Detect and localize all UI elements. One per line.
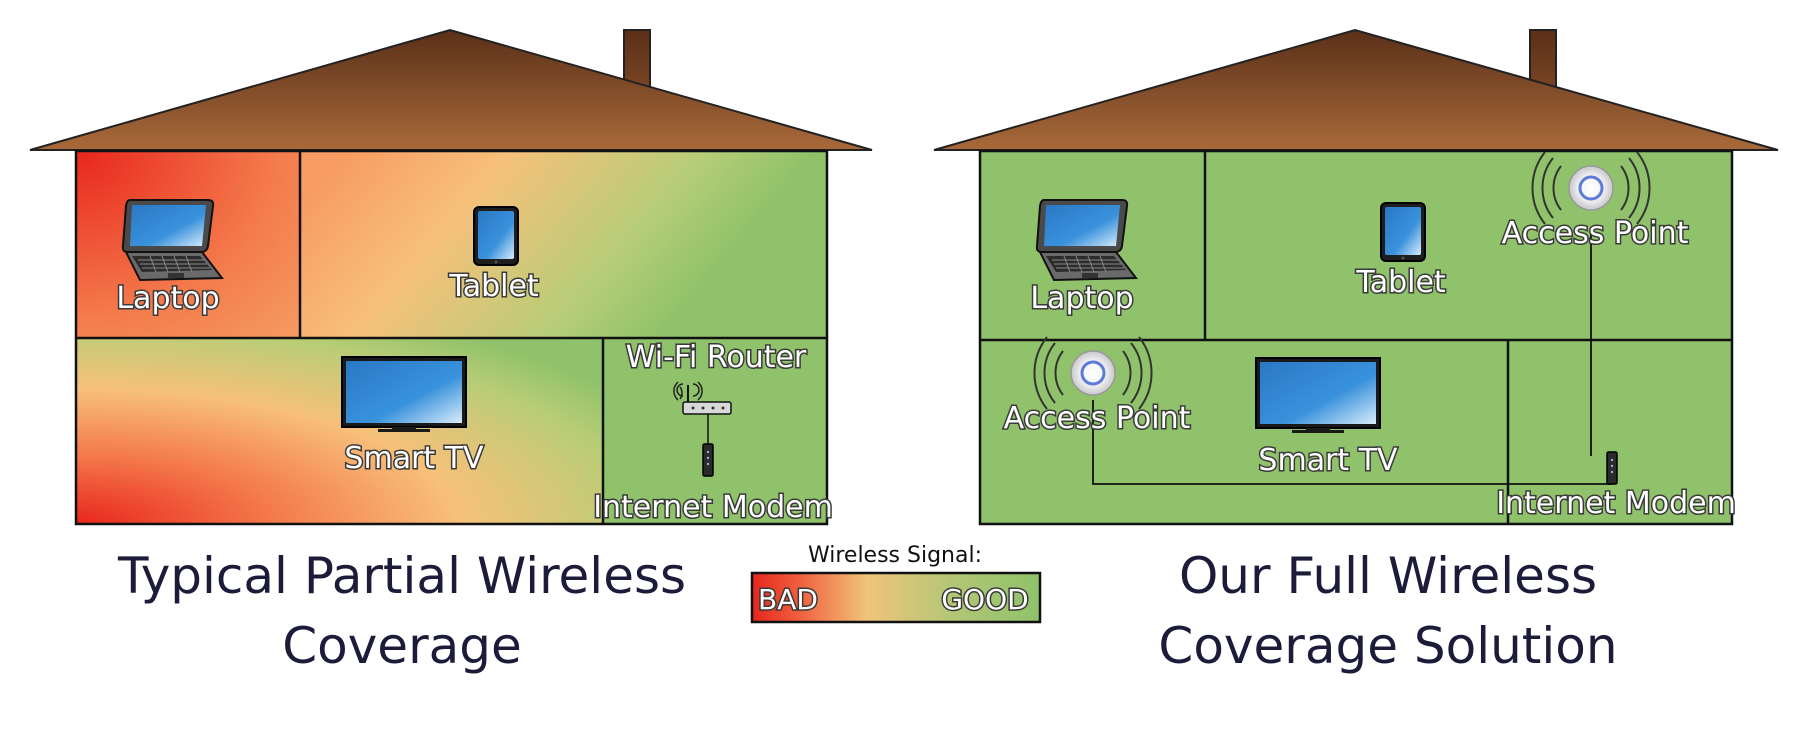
left-roof [29, 28, 873, 151]
legend-title: Wireless Signal: [808, 543, 982, 568]
left-walls [74, 149, 829, 526]
right-tablet-label: Tablet [1355, 265, 1446, 300]
right-walls [978, 149, 1734, 526]
left-smart-tv-label: Smart TV [344, 441, 484, 476]
modem-icon [702, 443, 714, 477]
left-router-label: Wi-Fi Router [626, 340, 807, 375]
legend-gradient-bar [750, 571, 1042, 624]
left-modem-label: Internet Modem [593, 490, 833, 525]
left-room-top-right [300, 151, 827, 338]
right-laptop-label: Laptop [1030, 281, 1133, 316]
tv-icon [341, 356, 467, 433]
right-access-point-bottom-label: Access Point [1004, 401, 1191, 436]
right-house: Laptop Tablet Access Point Access Point … [933, 28, 1779, 675]
right-roof [933, 28, 1779, 151]
right-smart-tv-label: Smart TV [1258, 443, 1398, 478]
left-room-bottom-right [603, 338, 827, 524]
tv-icon [1255, 357, 1381, 434]
left-caption-line1: Typical Partial Wireless [117, 547, 686, 605]
tablet-icon [1380, 202, 1426, 262]
left-caption-line2: Coverage [282, 617, 522, 675]
modem-icon [1606, 451, 1618, 485]
right-caption-line2: Coverage Solution [1158, 617, 1617, 675]
laptop-icon [121, 199, 223, 281]
right-access-point-top-label: Access Point [1502, 216, 1689, 251]
router-icon [673, 381, 732, 444]
right-caption-line1: Our Full Wireless [1179, 547, 1597, 605]
laptop-icon [1035, 199, 1137, 281]
left-laptop-label: Laptop [116, 281, 219, 316]
ethernet-cables [1092, 230, 1612, 485]
legend-bad-label: BAD [758, 583, 818, 616]
legend-good-label: GOOD [941, 583, 1028, 616]
right-modem-label: Internet Modem [1496, 486, 1736, 521]
left-tablet-label: Tablet [448, 269, 539, 304]
left-house: Laptop Tablet Smart TV Wi-Fi Router [29, 28, 873, 675]
signal-legend: Wireless Signal: BAD GOOD [750, 543, 1042, 624]
left-room-bottom-left [76, 338, 603, 524]
tablet-icon [473, 206, 519, 266]
